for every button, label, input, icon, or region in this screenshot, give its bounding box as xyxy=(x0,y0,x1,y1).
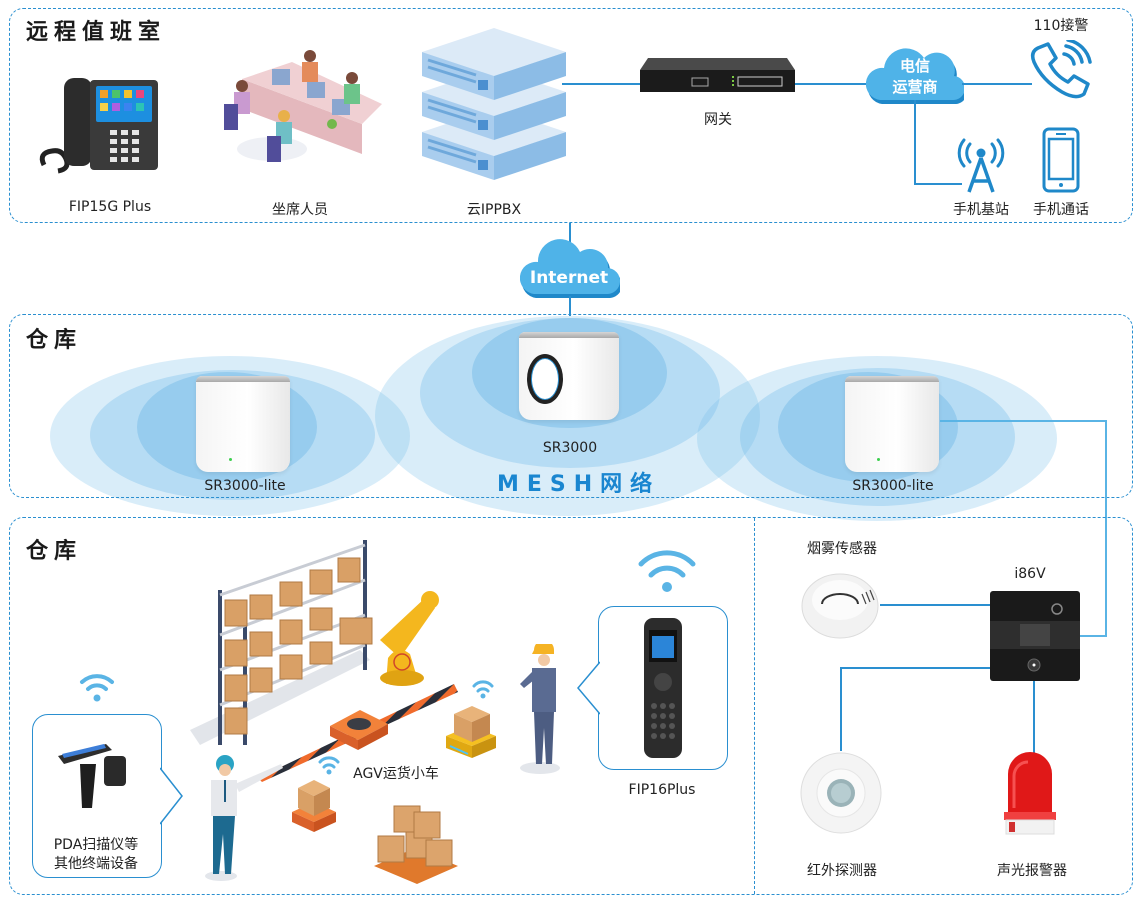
intercom-ir-link-h xyxy=(840,667,990,669)
warehouse-shelf-icon xyxy=(190,520,370,750)
internet-uplink xyxy=(569,223,571,245)
router-intercom-link-h2 xyxy=(1080,635,1107,637)
gateway-carrier-link xyxy=(795,83,870,85)
smoke-intercom-link xyxy=(880,604,990,606)
internet-cloud-icon xyxy=(519,236,623,299)
robotic-arm-icon xyxy=(330,578,450,690)
desk-phone-icon xyxy=(38,70,160,182)
agv-wifi-icon-1 xyxy=(316,752,342,776)
carrier-basestation-link-v xyxy=(914,100,916,184)
mesh-network-label: MESH网络 xyxy=(497,472,661,497)
internet-label: Internet xyxy=(529,268,609,288)
carrier-cloud-icon xyxy=(865,42,968,105)
gateway-device-icon xyxy=(640,56,795,94)
phone-call-icon xyxy=(1028,38,1094,102)
alarm-label: 声光报警器 xyxy=(997,863,1067,879)
cloud-pbx-label: 云IPPBX xyxy=(466,202,522,218)
carrier-cloud-line1: 电信 xyxy=(899,57,930,75)
agv-label: AGV运货小车 xyxy=(353,766,439,782)
agv-robot-orange-2-icon xyxy=(288,774,340,834)
base-station-label: 手机基站 xyxy=(953,202,1009,218)
smoke-sensor-label: 烟雾传感器 xyxy=(807,541,877,557)
cloud-pbx-server-icon xyxy=(420,12,568,180)
pbx-gateway-link xyxy=(562,83,642,85)
ir-detector-label: 红外探测器 xyxy=(807,863,877,879)
intercom-alarm-link xyxy=(1033,681,1035,753)
mobile-phone-icon xyxy=(1042,127,1080,193)
carrier-basestation-link-h xyxy=(914,183,962,185)
sr3000-lite-right-router-icon xyxy=(845,376,939,472)
router-display xyxy=(527,354,563,404)
status-led xyxy=(877,458,880,461)
agents-label: 坐席人员 xyxy=(272,202,328,218)
remote-office-title: 远程值班室 xyxy=(26,20,167,45)
sr3000-lite-left-label: SR3000-lite xyxy=(204,478,286,494)
mobile-call-label: 手机通话 xyxy=(1033,202,1089,218)
alarm-siren-icon xyxy=(1000,752,1060,836)
pda-label-line1: PDA扫描仪等 xyxy=(53,837,139,853)
sr3000-label: SR3000 xyxy=(542,440,598,456)
agv-robot-orange-1-icon xyxy=(328,706,390,752)
handset-wifi-icon xyxy=(636,548,698,594)
intercom-label: i86V xyxy=(1014,566,1046,582)
pda-label-line2: 其他终端设备 xyxy=(54,856,138,872)
pallet-boxes-icon xyxy=(370,786,460,886)
worker-pointing-icon xyxy=(195,752,285,884)
police-label: 110接警 xyxy=(1033,18,1089,34)
warehouse-devices-title: 仓库 xyxy=(26,539,83,564)
callout-pointer xyxy=(576,660,601,716)
desk-phone-label: FIP15G Plus xyxy=(68,199,152,215)
carrier-police-link xyxy=(962,83,1032,85)
gateway-label: 网关 xyxy=(704,112,732,128)
agv-wifi-icon-2 xyxy=(470,676,496,700)
remote-office-zone xyxy=(9,8,1133,223)
router-intercom-link-v xyxy=(1105,420,1107,636)
fip16plus-handset-icon xyxy=(642,616,684,760)
warehouse-devices-zone xyxy=(9,517,1133,895)
i86v-intercom-icon xyxy=(990,591,1080,681)
status-led xyxy=(229,458,232,461)
call-center-agents-icon xyxy=(212,44,382,184)
internet-downlink xyxy=(569,296,571,316)
worker-standing-icon xyxy=(514,640,574,774)
fip16plus-label: FIP16Plus xyxy=(628,782,696,798)
callout-pointer xyxy=(159,766,184,826)
intercom-ir-link-v xyxy=(840,667,842,751)
pda-wifi-icon xyxy=(78,670,116,704)
sr3000-router-icon xyxy=(519,332,619,420)
pda-scanner-icon xyxy=(56,742,136,810)
base-station-icon xyxy=(956,136,1006,194)
warehouse-mesh-zone xyxy=(9,314,1133,498)
carrier-cloud-line2: 运营商 xyxy=(892,78,938,96)
sr3000-lite-left-router-icon xyxy=(196,376,290,472)
smoke-sensor-icon xyxy=(800,568,880,640)
warehouse-mesh-title: 仓库 xyxy=(26,328,83,353)
zone-divider xyxy=(754,518,755,894)
sr3000-lite-right-label: SR3000-lite xyxy=(852,478,934,494)
agv-robot-yellow-icon xyxy=(442,700,500,760)
router-intercom-link-h xyxy=(940,420,1106,422)
infrared-detector-icon xyxy=(800,752,882,834)
